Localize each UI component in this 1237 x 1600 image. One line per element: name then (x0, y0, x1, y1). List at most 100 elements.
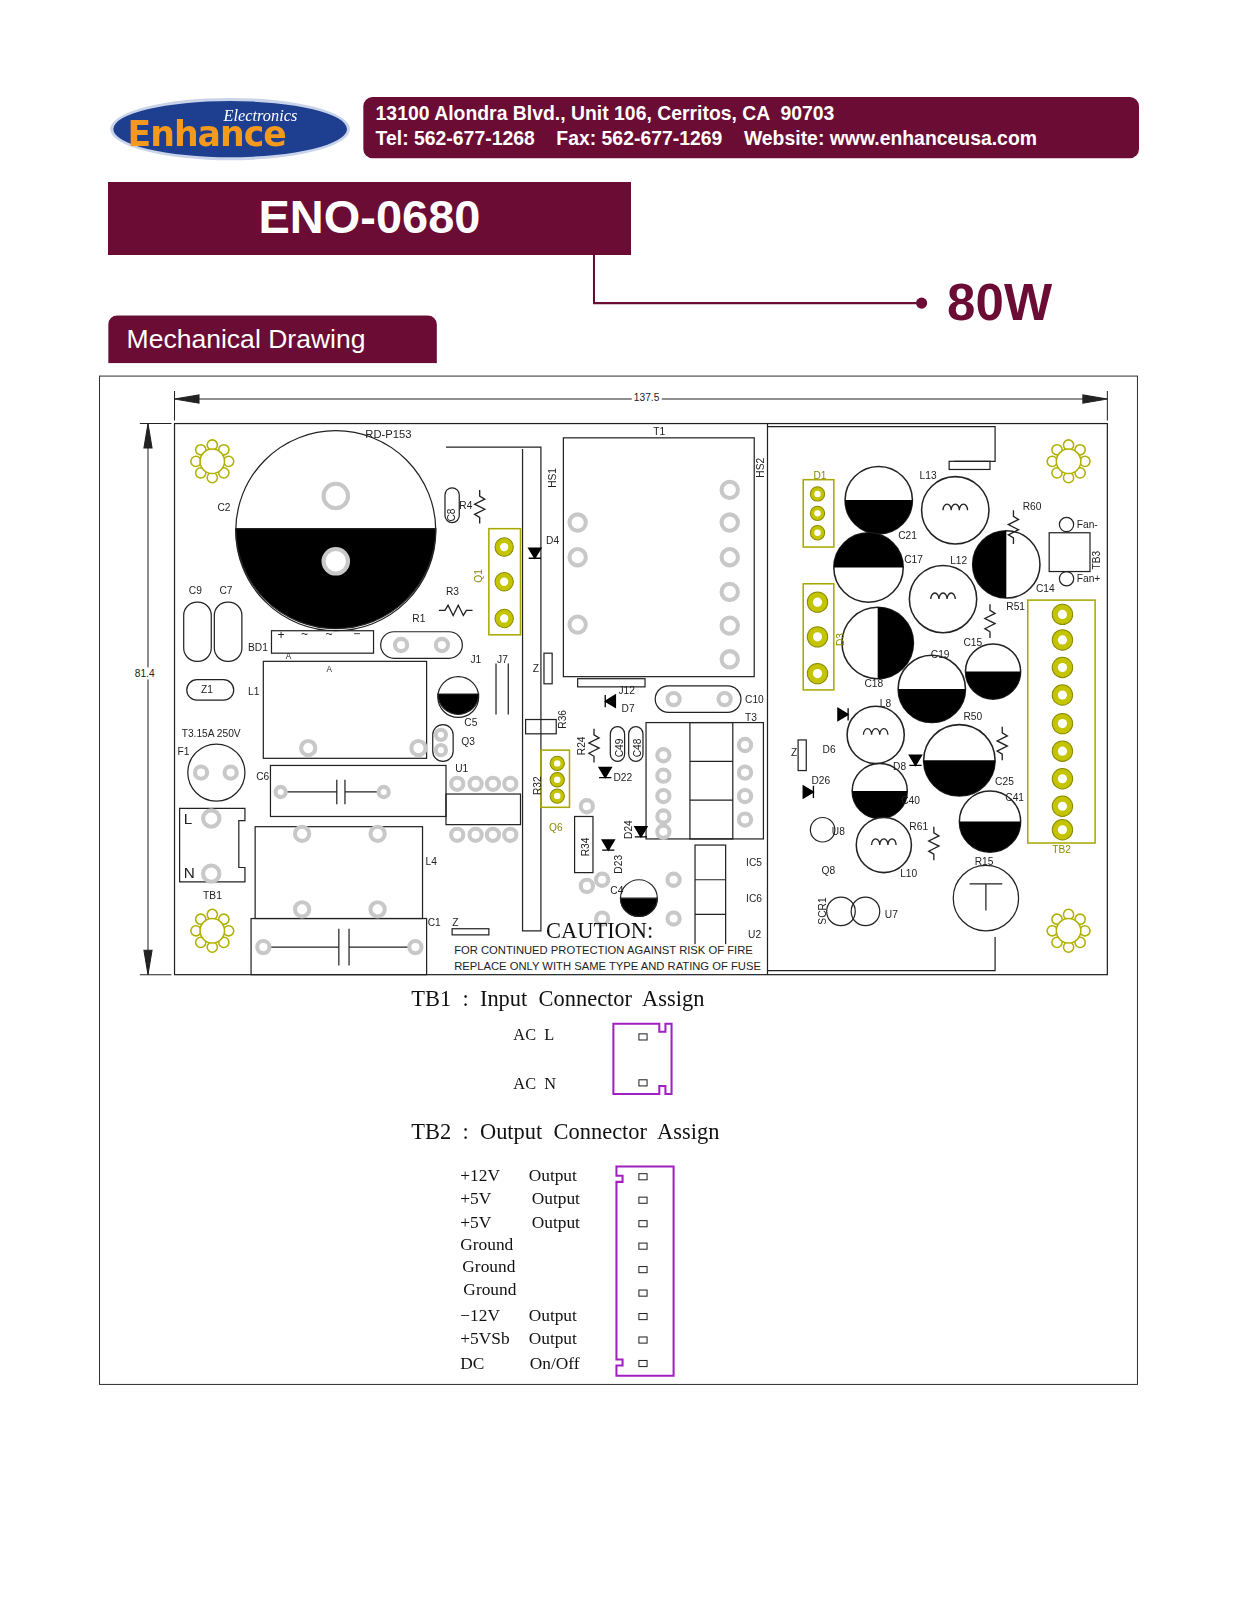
diode-symbol (838, 708, 848, 720)
address-bar: 13100 Alondra Blvd., Unit 106, Cerritos,… (363, 97, 1139, 158)
part-label: Q3 (461, 736, 475, 747)
part-label: Fan+ (1077, 573, 1101, 584)
part-label: Q6 (549, 822, 563, 833)
part-label: HS2 (755, 458, 766, 478)
part-label: C5 (464, 716, 477, 727)
inductor (922, 477, 989, 544)
part-label: TB3 (1091, 551, 1102, 570)
pad-group (541, 750, 570, 807)
pad-group (489, 529, 521, 635)
note-text: Output (532, 1213, 580, 1232)
part-label: L8 (880, 698, 891, 709)
olive-pad (1052, 713, 1072, 733)
note-text: Ground (460, 1236, 513, 1255)
part-label: C21 (898, 530, 917, 541)
pad-hole (411, 741, 425, 755)
mounting-hole (200, 919, 224, 943)
pad-group (1028, 600, 1095, 843)
olive-pad-hole (500, 543, 508, 551)
part-label: Z (533, 662, 539, 673)
olive-pad (1052, 769, 1072, 789)
pad-hole (657, 810, 669, 822)
olive-pad (810, 506, 824, 520)
part-label: R34 (580, 838, 591, 857)
inductor (847, 706, 904, 763)
note-text: +5V (460, 1190, 491, 1209)
electrolytic-capacitor (973, 531, 1040, 598)
part-label: D23 (612, 855, 623, 874)
olive-pad-hole (1058, 663, 1067, 672)
part-label: D26 (811, 775, 830, 786)
pad-hole (225, 766, 237, 778)
part-label: − (353, 628, 360, 641)
pad-hole (487, 829, 499, 841)
part-label: SCR1 (816, 897, 827, 924)
pad-hole (487, 778, 499, 790)
pad-hole (722, 617, 738, 633)
part-label: D4 (546, 535, 559, 546)
note-text: Ground (463, 1281, 516, 1300)
node-text: Mechanical Drawing (127, 325, 366, 354)
olive-pad (1052, 741, 1072, 761)
note-text: +5V (460, 1213, 491, 1232)
pad-hole (436, 745, 446, 755)
resistor-symbol (1008, 510, 1018, 544)
part-label: R61 (909, 821, 928, 832)
part-label: U7 (885, 908, 898, 919)
part-label: C1 (428, 916, 441, 927)
note-text: TB2 : Output Connector Assign (411, 1120, 719, 1145)
olive-pad (1052, 630, 1072, 650)
capacitor-polarity (965, 672, 1020, 700)
electrolytic-capacitor (924, 725, 995, 796)
part-label: C41 (1005, 792, 1024, 803)
pad-hole (436, 639, 448, 651)
pad-hole (739, 739, 751, 751)
part-label: C25 (995, 776, 1014, 787)
part-label: L4 (426, 856, 437, 867)
olive-pad (550, 773, 564, 787)
part-label: J7 (497, 654, 508, 665)
pad-hole (451, 778, 463, 790)
part-label: C18 (864, 678, 883, 689)
logo-oval: ElectronicsEnhance (110, 98, 350, 160)
mounting-hole (1056, 449, 1080, 473)
olive-pad (495, 573, 513, 591)
part-label: C40 (901, 795, 920, 806)
connector-pin (639, 1360, 647, 1366)
resistor-symbol (997, 727, 1007, 761)
note-text: +5VSb (460, 1330, 509, 1349)
part-label: F1 (178, 746, 190, 757)
olive-pad-hole (554, 777, 560, 783)
power-rating: 80W (947, 276, 1052, 332)
olive-pad-hole (1058, 802, 1067, 811)
part-label: L12 (950, 555, 967, 566)
note-text: AC N (513, 1075, 556, 1093)
pad-hole (722, 584, 738, 600)
diode-symbol (909, 755, 921, 765)
resistor-symbol (475, 490, 485, 524)
pad-hole (395, 639, 407, 651)
part-label: U2 (748, 929, 761, 940)
part-label: C49 (613, 739, 624, 758)
capacitor-polarity (834, 533, 903, 568)
part-label: J12 (618, 685, 634, 696)
olive-pad-hole (1058, 747, 1067, 756)
pad-hole (569, 549, 585, 565)
pad-hole (667, 874, 679, 886)
olive-pad-hole (814, 491, 820, 497)
part-label: L13 (920, 469, 937, 480)
part-label: R36 (557, 710, 568, 729)
pad-hole (667, 912, 679, 924)
part-label: IC5 (746, 857, 762, 868)
part-label: L1 (248, 686, 259, 697)
note-text: Output (529, 1306, 577, 1325)
part-label: C2 (217, 502, 230, 513)
electrolytic-capacitor (965, 644, 1020, 699)
leader-dot (916, 298, 927, 309)
part-label: C15 (963, 637, 982, 648)
part-label: C48 (632, 739, 643, 758)
pad-hole (722, 651, 738, 667)
olive-pad-hole (1058, 610, 1067, 619)
pad-hole (257, 941, 269, 953)
